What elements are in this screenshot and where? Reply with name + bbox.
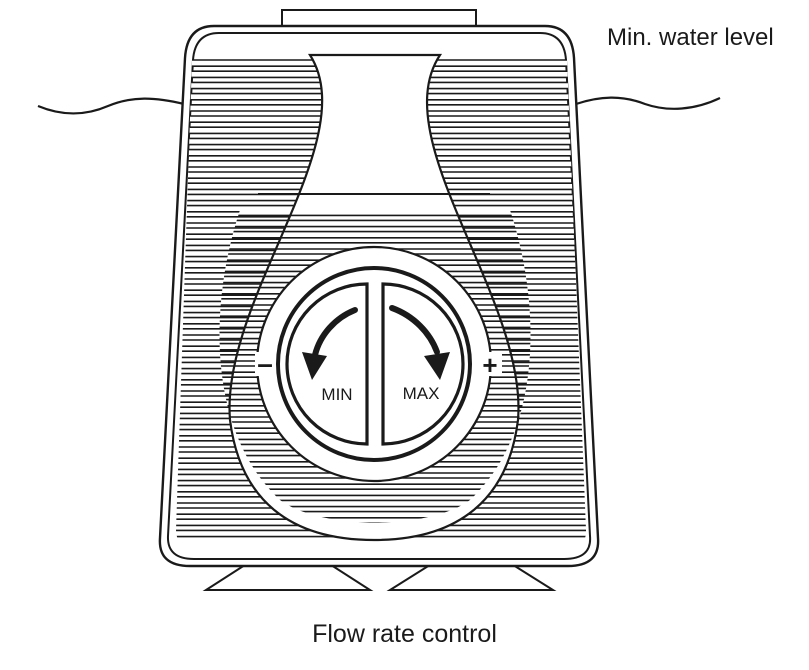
dial-knob-min-half[interactable] bbox=[285, 282, 369, 446]
arrow-counterclockwise-icon bbox=[312, 307, 358, 358]
dial-min-label: MIN bbox=[321, 385, 352, 404]
arrow-counterclockwise-head-icon bbox=[302, 352, 327, 380]
minus-marker: – bbox=[257, 348, 273, 379]
grille-slat-center bbox=[219, 219, 531, 228]
arrow-clockwise-icon bbox=[389, 305, 440, 355]
water-surface-left bbox=[37, 97, 185, 115]
figure-caption: Flow rate control bbox=[312, 620, 497, 648]
dial-max-label: MAX bbox=[403, 384, 440, 403]
plus-marker: + bbox=[482, 350, 497, 380]
dial-knob-max-half[interactable] bbox=[381, 282, 465, 446]
plus-marker-bg bbox=[478, 352, 502, 376]
water-surface-right bbox=[575, 96, 721, 110]
grille-slat-center bbox=[219, 488, 531, 497]
grille-slat-center bbox=[219, 230, 531, 239]
minus-marker-bg bbox=[255, 352, 275, 376]
min-water-level-label: Min. water level bbox=[607, 24, 774, 51]
flow-rate-dial[interactable]: MIN MAX bbox=[255, 245, 493, 483]
pump-feet bbox=[202, 562, 557, 591]
arrow-clockwise-head-icon bbox=[424, 352, 450, 380]
grille-slat-center bbox=[219, 210, 531, 217]
center-panel-outline bbox=[228, 53, 520, 542]
pump-body-inner bbox=[166, 32, 592, 560]
